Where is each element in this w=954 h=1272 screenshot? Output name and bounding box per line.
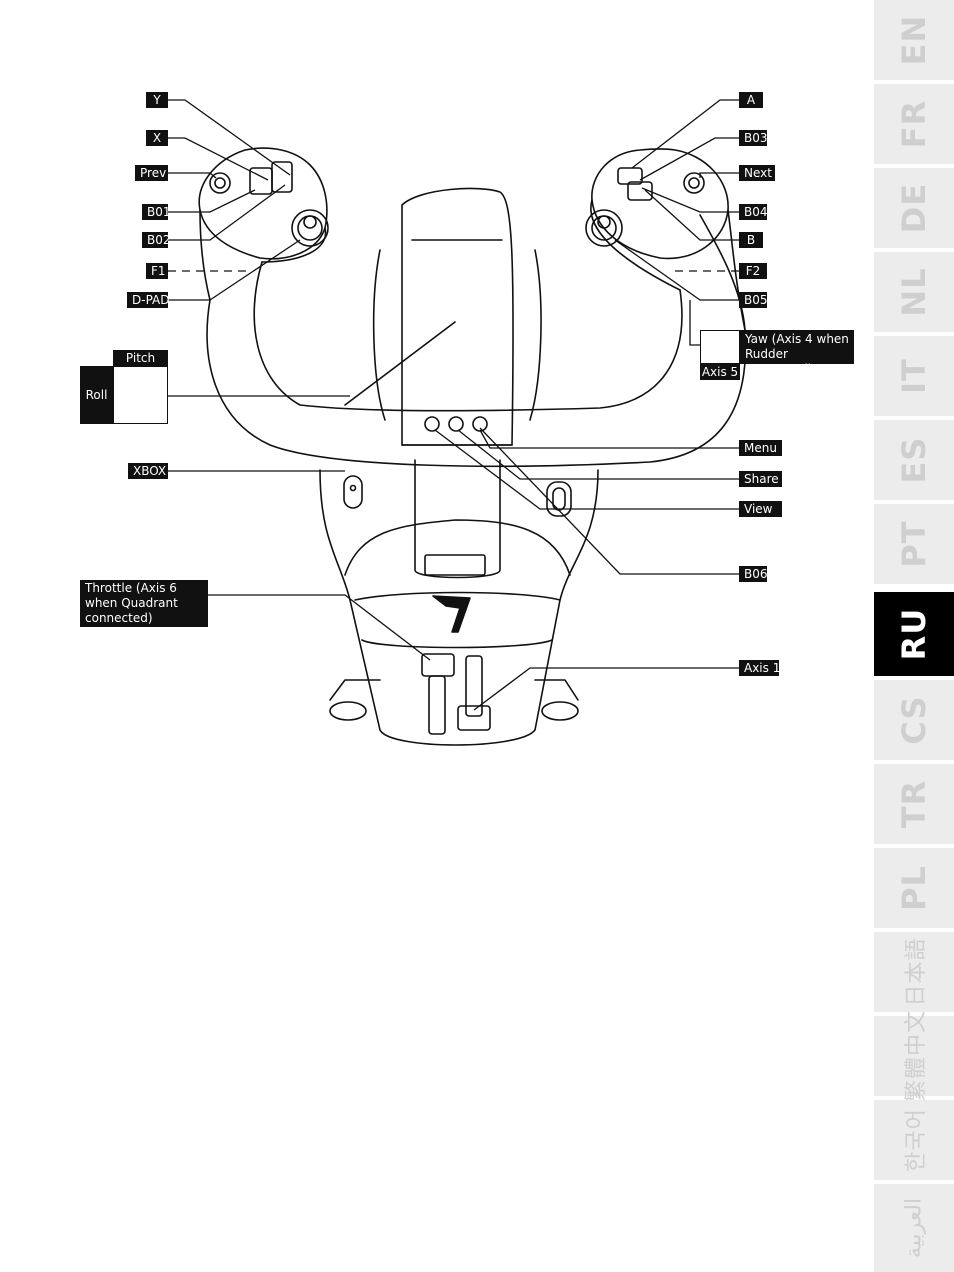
left-grip xyxy=(198,147,328,260)
label-throttle: Throttle (Axis 6 when Quadrant connected… xyxy=(80,580,208,627)
label-pitch: Pitch xyxy=(113,350,168,366)
label-b03: B03 xyxy=(739,130,768,146)
tab-nl[interactable]: NL xyxy=(874,252,954,332)
tab-es[interactable]: ES xyxy=(874,420,954,500)
tab-pl[interactable]: PL xyxy=(874,848,954,928)
label-dpad: D-PAD xyxy=(127,292,170,308)
label-b: B xyxy=(739,232,763,248)
tab-en[interactable]: EN xyxy=(874,0,954,80)
label-share: Share xyxy=(739,471,782,487)
label-a: A xyxy=(739,92,763,108)
tab-it[interactable]: IT xyxy=(874,336,954,416)
label-f1: F1 xyxy=(146,263,168,279)
label-b01: B01 xyxy=(142,204,171,220)
base-body xyxy=(319,469,599,746)
label-b02: B02 xyxy=(142,232,171,248)
tab-ja[interactable]: 日本語 xyxy=(874,932,954,1012)
right-grip xyxy=(591,148,729,260)
tab-zh[interactable]: 繁體中文 xyxy=(874,1010,954,1102)
label-prev: Prev xyxy=(135,165,168,181)
label-view: View xyxy=(739,501,782,517)
label-menu: Menu xyxy=(739,440,782,456)
yoke-wheel-inner xyxy=(253,261,683,412)
tab-ru[interactable]: RU xyxy=(874,592,954,676)
pitch-roll-callout: Pitch Roll xyxy=(80,350,168,424)
tab-de[interactable]: DE xyxy=(874,168,954,248)
label-b05: B05 xyxy=(739,292,768,308)
label-xbox: XBOX xyxy=(128,463,168,479)
label-b04: B04 xyxy=(739,204,768,220)
tab-cs[interactable]: CS xyxy=(874,680,954,760)
label-x: X xyxy=(146,130,168,146)
yaw-callout: Yaw (Axis 4 when Rudder connected) Axis … xyxy=(700,330,854,380)
label-y: Y xyxy=(146,92,168,108)
label-next: Next xyxy=(739,165,775,181)
label-f2: F2 xyxy=(739,263,767,279)
tab-pt[interactable]: PT xyxy=(874,504,954,584)
label-axis5: Axis 5 xyxy=(700,364,740,380)
yoke-wheel-outline xyxy=(206,214,747,468)
tab-ko[interactable]: 한국어 xyxy=(874,1100,954,1180)
central-column xyxy=(401,187,514,446)
tab-ar[interactable]: العربية xyxy=(874,1184,954,1272)
yaw-arrows-icon xyxy=(700,330,740,364)
language-tabs: EN FR DE NL IT ES PT RU CS TR PL 日本語 繁體中… xyxy=(874,0,954,1272)
label-roll: Roll xyxy=(80,366,113,424)
tab-fr[interactable]: FR xyxy=(874,84,954,164)
tab-tr[interactable]: TR xyxy=(874,764,954,844)
label-yaw: Yaw (Axis 4 when Rudder connected) xyxy=(740,330,854,376)
label-axis1: Axis 1 xyxy=(739,660,780,676)
label-b06: B06 xyxy=(739,566,768,582)
pitch-roll-arrows-icon xyxy=(113,366,168,424)
brand-logo xyxy=(432,595,471,633)
